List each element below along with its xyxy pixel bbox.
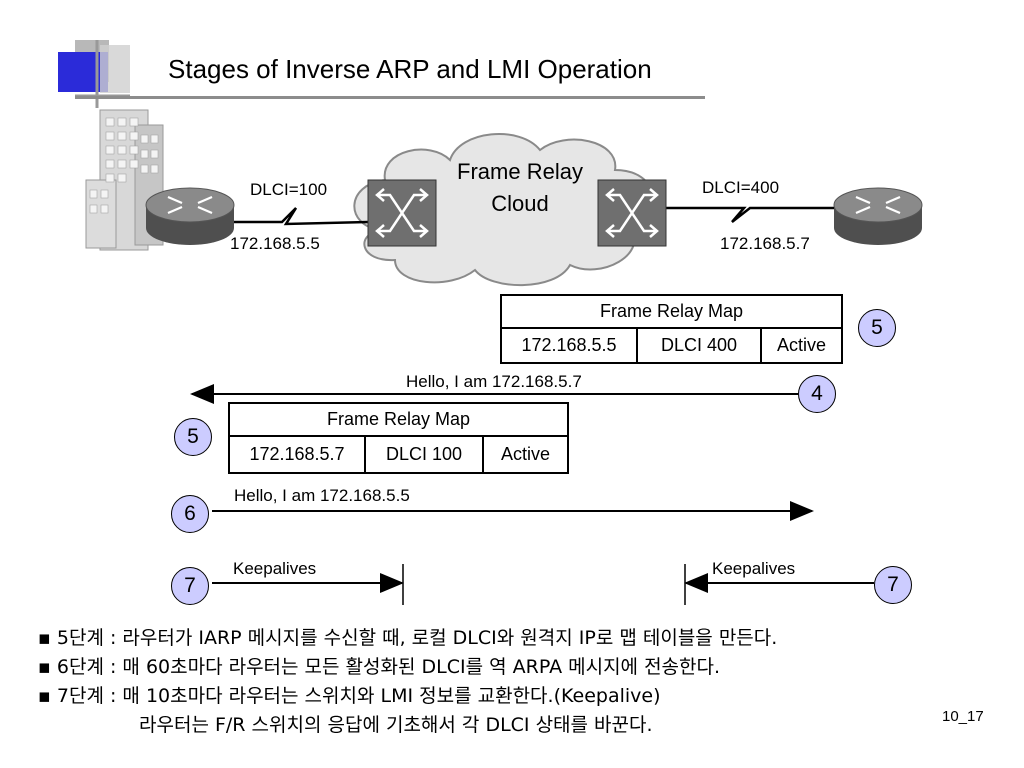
left-ip-label: 172.168.5.5 <box>230 234 320 253</box>
map-right-ip: 172.168.5.5 <box>500 327 638 364</box>
cloud-label-line2: Cloud <box>491 191 549 216</box>
left-dlci-label: DLCI=100 <box>250 180 328 199</box>
slide-title: Stages of Inverse ARP and LMI Operation <box>168 54 652 84</box>
map-right-header: Frame Relay Map <box>500 294 843 329</box>
note-step7: 7단계 : 매 10초마다 라우터는 스위치와 LMI 정보를 교환한다.(Ke… <box>38 682 777 711</box>
step-badge-7-right: 7 <box>874 566 912 604</box>
map-left-ip: 172.168.5.7 <box>228 435 366 474</box>
map-left-dlci: DLCI 100 <box>364 435 484 474</box>
right-dlci-label: DLCI=400 <box>702 178 780 197</box>
map-right-status: Active <box>760 327 843 364</box>
hello-right-text: Hello, I am 172.168.5.7 <box>406 372 582 391</box>
network-diagram <box>85 109 923 605</box>
step-badge-5-left: 5 <box>174 418 212 456</box>
left-router-icon <box>145 187 235 245</box>
note-step7-continued: 라우터는 F/R 스위치의 응답에 기초해서 각 DLCI 상태를 바꾼다. <box>139 714 653 736</box>
step-badge-4: 4 <box>798 375 836 413</box>
title-underline <box>75 96 705 99</box>
map-right-dlci: DLCI 400 <box>636 327 762 364</box>
step-badge-6: 6 <box>171 495 209 533</box>
note-step6: 6단계 : 매 60초마다 라우터는 모든 활성화된 DLCI를 역 ARPA … <box>38 653 777 682</box>
right-router-icon <box>833 187 923 245</box>
keepalive-left-text: Keepalives <box>233 559 317 578</box>
network-links <box>234 206 834 226</box>
note-step5: 5단계 : 라우터가 IARP 메시지를 수신할 때, 로컬 DLCI와 원격지… <box>38 624 777 653</box>
frame-relay-map-left: Frame Relay Map 172.168.5.7 DLCI 100 Act… <box>228 402 569 474</box>
step-badge-7-left: 7 <box>171 567 209 605</box>
page-number: 10_17 <box>942 708 984 725</box>
right-switch-icon <box>597 179 667 247</box>
keepalive-right-text: Keepalives <box>712 559 796 578</box>
map-left-status: Active <box>482 435 569 474</box>
hello-left-text: Hello, I am 172.168.5.5 <box>234 486 410 505</box>
right-ip-label: 172.168.5.7 <box>720 234 810 253</box>
frame-relay-map-right: Frame Relay Map 172.168.5.5 DLCI 400 Act… <box>500 294 843 364</box>
cloud-label: Frame Relay Cloud <box>440 156 600 220</box>
step-badge-5-right: 5 <box>858 309 896 347</box>
cloud-label-line1: Frame Relay <box>457 159 583 184</box>
map-left-header: Frame Relay Map <box>228 402 569 437</box>
notes-list: 5단계 : 라우터가 IARP 메시지를 수신할 때, 로컬 DLCI와 원격지… <box>38 624 777 740</box>
left-switch-icon <box>367 179 437 247</box>
